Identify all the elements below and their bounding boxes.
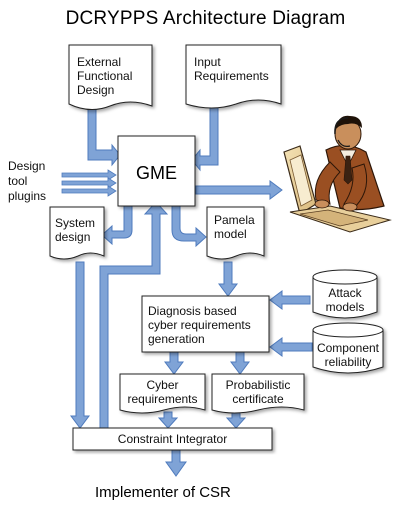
- cylinder-component-reliability: [312, 322, 384, 374]
- arrow-diagnosis-to-cyber: [164, 351, 184, 375]
- arrow-integrator-to-gme: [99, 201, 169, 431]
- box-pamela-model: [206, 206, 265, 260]
- box-cyber-requirements: [119, 373, 206, 414]
- arrow-gme-to-pamela: [171, 205, 207, 248]
- box-external-functional-design: [68, 44, 153, 110]
- box-probabilistic-certificate: [211, 373, 305, 414]
- arrow-input-to-gme: [191, 105, 219, 172]
- label-design-tool-plugins: Design tool plugins: [8, 159, 47, 203]
- arrow-gme-to-user: [195, 180, 283, 200]
- cylinder-attack-models: [312, 269, 378, 319]
- box-diagnosis: [141, 295, 270, 353]
- box-gme: [117, 135, 196, 207]
- label-diagnosis: Diagnosis based cyber requirements gener…: [148, 304, 251, 346]
- arrow-reliability-to-diagnosis: [269, 337, 313, 357]
- label-gme: GME: [135, 163, 177, 183]
- arrow-plugin-2: [61, 177, 117, 189]
- label-attack-models: Attack models: [325, 286, 365, 314]
- box-input-requirements: [185, 44, 282, 109]
- arrow-system-to-integrator: [70, 261, 90, 429]
- label-component-reliability: Component reliability: [316, 341, 380, 369]
- label-cyber-requirements: Cyber requirements: [127, 378, 198, 406]
- arrow-integrator-to-implementer: [165, 449, 187, 477]
- box-constraint-integrator: [72, 427, 273, 451]
- label-implementer: Implementer of CSR: [95, 484, 231, 501]
- label-pamela-model: Pamela model: [214, 213, 255, 241]
- box-system-design: [49, 206, 105, 260]
- arrow-plugin-1: [61, 169, 117, 181]
- arrow-diagnosis-to-certificate: [230, 351, 250, 375]
- label-probabilistic-certificate: Probabilistic certificate: [225, 378, 291, 406]
- label-input-requirements: Input Requirements: [194, 55, 269, 83]
- person-at-desk-icon: [283, 115, 392, 233]
- arrow-gme-to-system: [101, 205, 133, 246]
- arrow-efd-to-gme: [87, 105, 121, 167]
- arrow-pamela-to-diagnosis: [218, 261, 238, 297]
- arrow-plugin-3: [61, 185, 117, 197]
- label-constraint-integrator: Constraint Integrator: [117, 432, 228, 446]
- diagram-title: DCRYPPS Architecture Diagram: [65, 8, 346, 29]
- label-system-design: System design: [55, 216, 96, 244]
- arrow-cyber-to-integrator: [157, 411, 179, 429]
- label-external-functional-design: External Functional Design: [77, 55, 133, 97]
- arrow-certificate-to-integrator: [225, 411, 247, 429]
- arrow-attack-to-diagnosis: [269, 290, 311, 310]
